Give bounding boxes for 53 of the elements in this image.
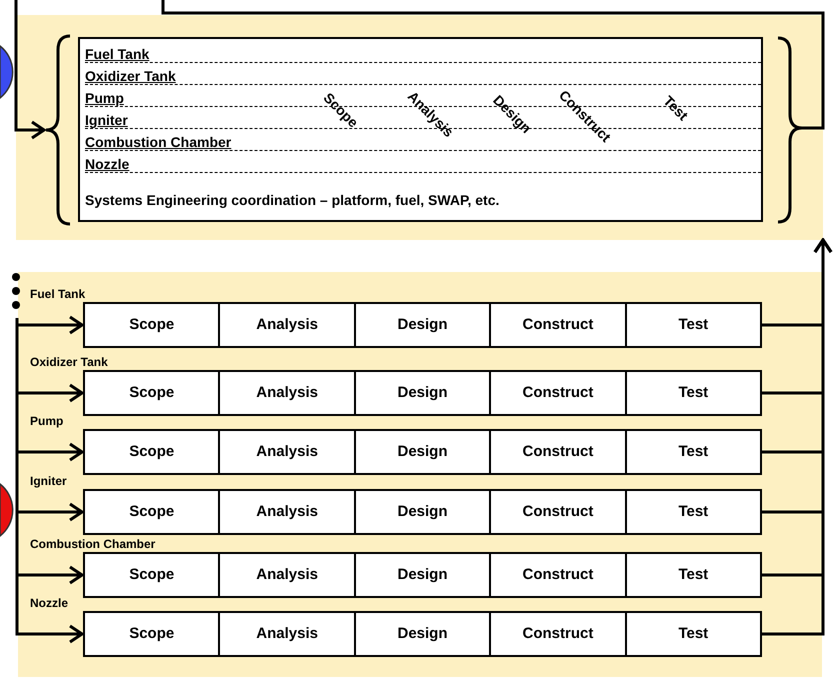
phase-cell: Analysis [218,554,354,596]
component-label: Fuel Tank [30,287,86,301]
phase-cell: Analysis [218,372,354,414]
phase-cell: Design [354,372,490,414]
phase-cell: Construct [489,554,625,596]
phase-cell: Scope [85,304,218,346]
phase-row [83,370,762,416]
phase-cell: Design [354,431,490,473]
component-label: Nozzle [85,156,130,172]
phase-cell: Scope [85,431,218,473]
phase-row [83,429,762,475]
phase-cell: Analysis [218,431,354,473]
phase-row [83,302,762,348]
phase-cell: Test [624,304,760,346]
phase-cell: Analysis [218,491,354,533]
component-label: Combustion Chamber [85,134,232,150]
phase-cell: Construct [489,491,625,533]
phase-cell: Scope [85,613,218,655]
phase-row [83,552,762,598]
phase-cell: Test [624,372,760,414]
phase-cell: Scope [85,372,218,414]
phase-row [83,489,762,535]
component-label: Nozzle [30,596,68,610]
phase-cell: Design [354,613,490,655]
component-label: Pump [30,414,64,428]
component-label: Oxidizer Tank [85,68,176,84]
phase-cell: Scope [85,554,218,596]
phase-cell: Construct [489,613,625,655]
phase-cell: Construct [489,372,625,414]
phase-cell: Construct [489,304,625,346]
phase-cell: Design [354,554,490,596]
phase-cell: Scope [85,491,218,533]
process-box [78,37,763,222]
phase-cell: Analysis [218,304,354,346]
connector-line [162,0,824,130]
phase-cell: Design [354,491,490,533]
component-label: Igniter [30,474,67,488]
phase-cell: Test [624,491,760,533]
arrow [14,0,46,140]
phase-cell: Test [624,431,760,473]
phase-cell: Analysis [218,613,354,655]
phase-cell: Test [624,613,760,655]
coordination-note: Systems Engineering coordination – platform, fuel, SWAP, etc. [85,192,500,208]
phase-row [83,611,762,657]
component-label: Pump [85,90,124,106]
phase-cell: Test [624,554,760,596]
phase-cell: Design [354,304,490,346]
component-label: Combustion Chamber [30,537,156,551]
arrow [16,316,84,334]
component-label: Fuel Tank [85,46,150,62]
component-label: Oxidizer Tank [30,355,108,369]
phase-cell: Construct [489,431,625,473]
component-label: Igniter [85,112,128,128]
